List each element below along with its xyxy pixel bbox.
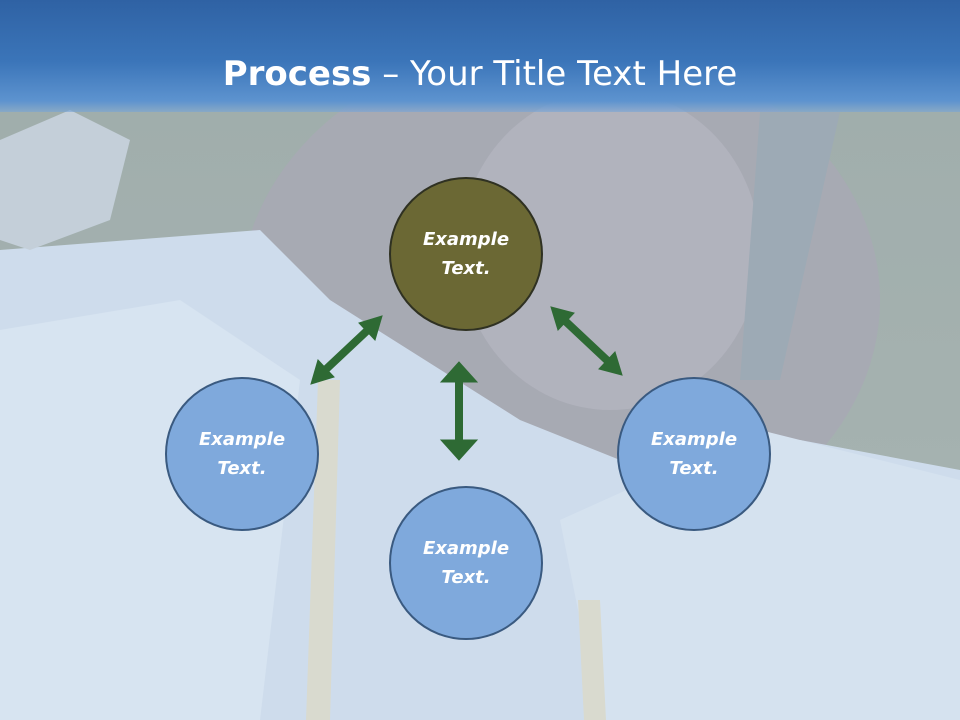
arrow-vertical [439,361,479,461]
arrow-top-left [310,315,383,385]
node-left-label: Example Text. [198,429,286,479]
title-bold: Process [222,54,372,94]
node-center: Example Text. [389,177,543,331]
node-right: Example Text. [617,377,771,531]
node-right-label: Example Text. [650,429,738,479]
node-bottom-label: Example Text. [422,538,510,588]
node-left: Example Text. [165,377,319,531]
slide-title: Process – Your Title Text Here [0,52,960,96]
title-bar [0,0,960,112]
node-center-label: Example Text. [422,229,510,279]
arrow-top-right [550,306,623,376]
title-rest: – Your Title Text Here [371,54,738,94]
node-bottom: Example Text. [389,486,543,640]
